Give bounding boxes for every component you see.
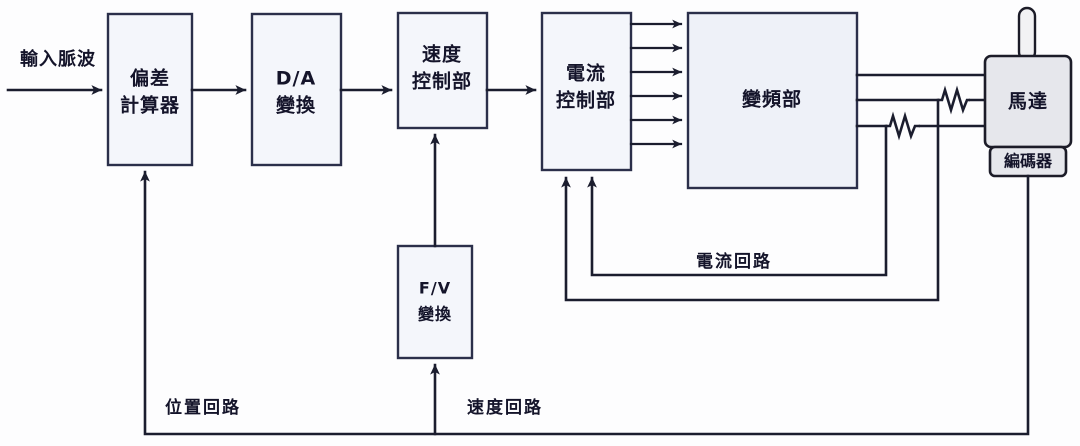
block-current-controller-label-1: 電流: [566, 62, 606, 85]
current-sense-resistor-upper: [938, 85, 970, 115]
block-deviation-counter[interactable]: [106, 12, 194, 167]
block-deviation-counter-label-1: 偏差: [130, 67, 170, 90]
position-loop-wire: [140, 170, 1030, 436]
motor-shaft: [1017, 6, 1037, 62]
block-current-controller[interactable]: [540, 11, 633, 172]
current-sense-resistor-lower: [886, 111, 920, 141]
block-fv-converter-label-2: 變換: [418, 305, 452, 324]
block-current-controller-label-2: 控制部: [556, 89, 616, 112]
block-da-converter[interactable]: [250, 12, 343, 167]
block-speed-controller-label-2: 控制部: [412, 70, 472, 93]
block-deviation-counter-label-2: 計算器: [120, 94, 180, 117]
inverter-drive-arrows: [629, 19, 683, 149]
input-pulse-label: 輸入脈波: [20, 48, 96, 70]
position-loop-label: 位置回路: [165, 397, 241, 418]
encoder-label: 編碼器: [1004, 152, 1053, 171]
speed-loop-label: 速度回路: [467, 397, 543, 418]
motor-phase-wires: [855, 73, 988, 128]
block-speed-controller-label-1: 速度: [422, 43, 462, 66]
block-da-converter-label-1: D/A: [276, 68, 316, 90]
block-da-converter-label-2: 變換: [276, 94, 316, 117]
block-fv-converter-label-1: F/V: [419, 279, 451, 298]
block-inverter[interactable]: [686, 11, 859, 190]
current-loop-outer-wire: [561, 98, 940, 302]
current-loop-label: 電流回路: [696, 251, 772, 272]
block-fv-converter[interactable]: [396, 244, 474, 360]
motor-label: 馬達: [1008, 90, 1048, 113]
current-loop-inner-wire: [587, 124, 888, 277]
block-inverter-label: 變頻部: [742, 88, 802, 111]
block-speed-controller[interactable]: [396, 11, 489, 130]
